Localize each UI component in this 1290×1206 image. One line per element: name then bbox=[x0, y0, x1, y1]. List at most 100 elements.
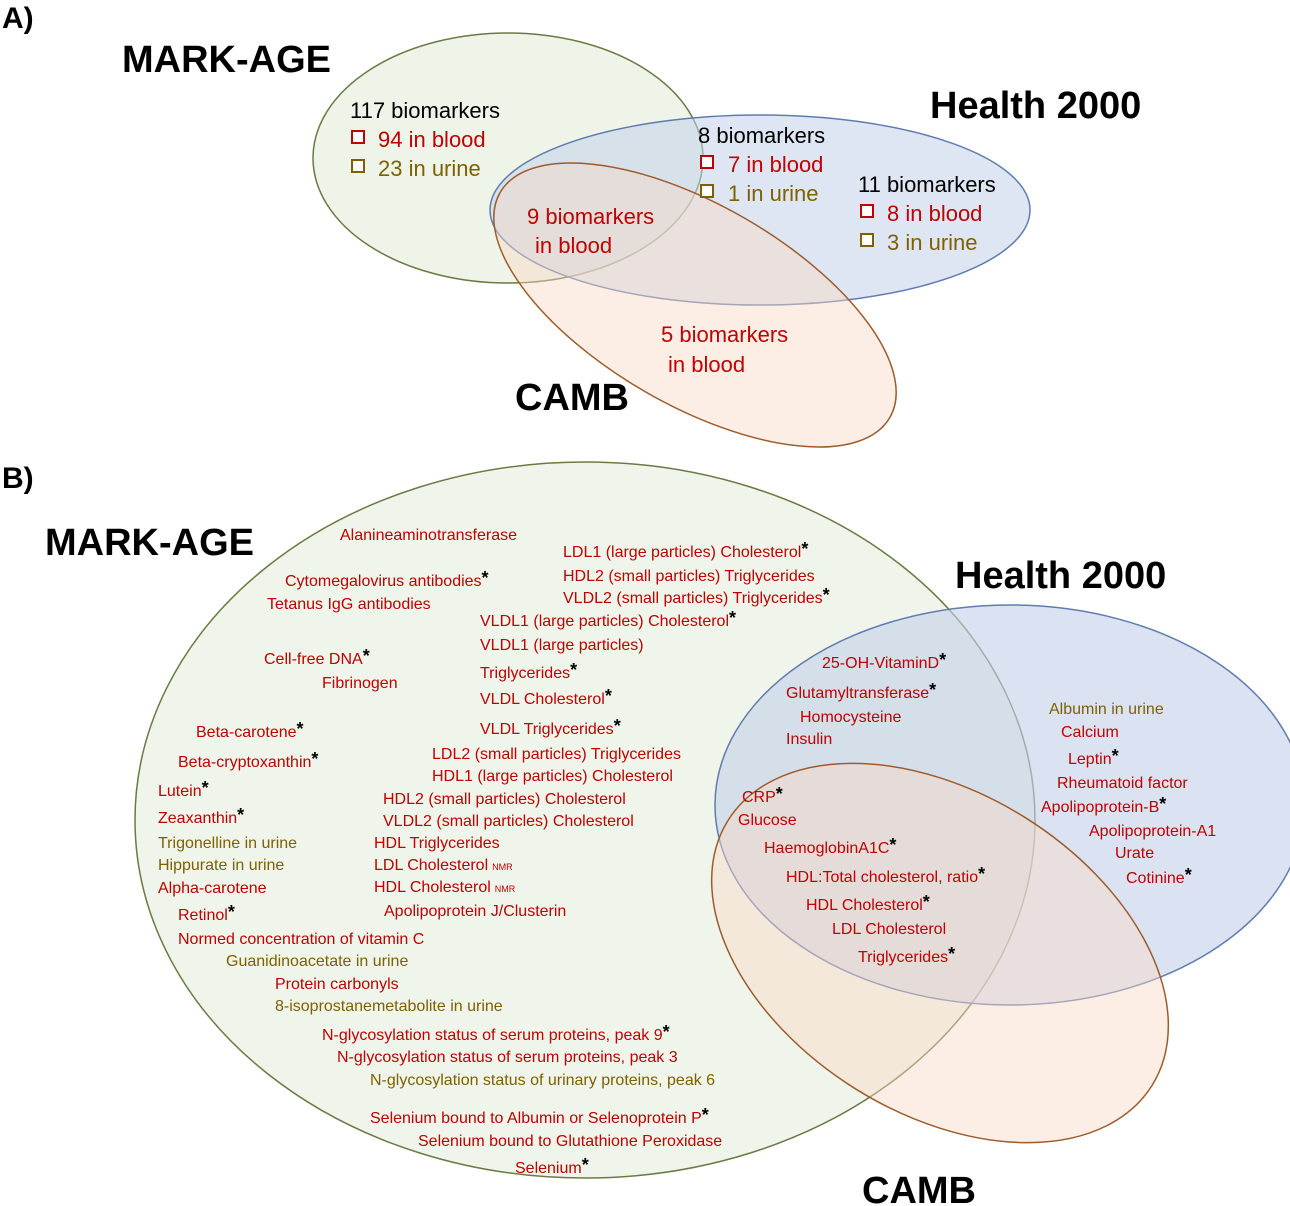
biomarker-tetanus-igg-antibodies: Tetanus IgG antibodies bbox=[267, 596, 431, 613]
health-only-blood: 8 in blood bbox=[887, 201, 982, 226]
biomarker-name: Retinol bbox=[178, 907, 228, 924]
biomarker-glutamyltransferase: Glutamyltransferase* bbox=[786, 680, 936, 702]
biomarker-selenium-bound-to-albumin-or-selenoprotein-p: Selenium bound to Albumin or Selenoprote… bbox=[370, 1105, 709, 1127]
biomarker-cotinine: Cotinine* bbox=[1126, 865, 1192, 887]
biomarker-cell-free-dna: Cell-free DNA* bbox=[264, 646, 370, 668]
biomarker-name: Tetanus IgG antibodies bbox=[267, 596, 431, 613]
panel-b-mark-age-label: MARK-AGE bbox=[45, 522, 254, 564]
biomarker-alpha-carotene: Alpha-carotene bbox=[158, 880, 267, 897]
mark-age-health-blood: 7 in blood bbox=[728, 152, 823, 177]
biomarker-retinol: Retinol* bbox=[178, 902, 235, 924]
panel-a-health2000-label: Health 2000 bbox=[930, 85, 1141, 127]
biomarker-name: Triglycerides bbox=[480, 665, 570, 682]
biomarker-name: 25-OH-VitaminD bbox=[822, 655, 939, 672]
biomarker-selenium: Selenium* bbox=[515, 1155, 589, 1177]
biomarker-name: N-glycosylation status of serum proteins… bbox=[337, 1049, 678, 1066]
camb-health-line2: in blood bbox=[668, 352, 745, 377]
mark-age-health-total: 8 biomarkers bbox=[698, 123, 825, 148]
biomarker-hdl-cholesterol: HDL Cholesterol* bbox=[806, 892, 930, 914]
biomarker-n-glycosylation-status-of-urinary-proteins-peak-6: N-glycosylation status of urinary protei… bbox=[370, 1072, 715, 1089]
biomarker-albumin-in-urine: Albumin in urine bbox=[1049, 701, 1164, 718]
significance-asterisk: * bbox=[570, 660, 577, 680]
significance-asterisk: * bbox=[948, 944, 955, 964]
biomarker-vldl1-large-particles-cholesterol: VLDL1 (large particles) Cholesterol* bbox=[480, 608, 736, 630]
biomarker-selenium-bound-to-glutathione-peroxidase: Selenium bound to Glutathione Peroxidase bbox=[418, 1133, 722, 1150]
biomarker-name: LDL2 (small particles) Triglycerides bbox=[432, 746, 681, 763]
biomarker-name: Albumin in urine bbox=[1049, 701, 1164, 718]
biomarker-8-isoprostanemetabolite-in-urine: 8-isoprostanemetabolite in urine bbox=[275, 998, 503, 1015]
biomarker-name: Triglycerides bbox=[858, 949, 948, 966]
biomarker-name: HDL1 (large particles) Cholesterol bbox=[432, 768, 673, 785]
significance-asterisk: * bbox=[923, 892, 930, 912]
biomarker-vldl-cholesterol: VLDL Cholesterol* bbox=[480, 686, 612, 708]
all-three-line2: in blood bbox=[535, 233, 612, 258]
biomarker-name: VLDL1 (large particles) Cholesterol bbox=[480, 613, 729, 630]
biomarker-name: LDL Cholesterol bbox=[832, 921, 946, 938]
significance-asterisk: * bbox=[823, 585, 830, 605]
biomarker-name: VLDL2 (small particles) Cholesterol bbox=[383, 813, 634, 830]
urine-checkbox-icon bbox=[351, 159, 365, 173]
biomarker-cytomegalovirus-antibodies: Cytomegalovirus antibodies* bbox=[285, 568, 489, 590]
biomarker-hdl1-large-particles-cholesterol: HDL1 (large particles) Cholesterol bbox=[432, 768, 673, 785]
biomarker-crp: CRP* bbox=[742, 784, 783, 806]
significance-asterisk: * bbox=[729, 608, 736, 628]
biomarker-alanineaminotransferase: Alanineaminotransferase bbox=[340, 527, 517, 544]
biomarker-name: HDL:Total cholesterol, ratio bbox=[786, 869, 978, 886]
biomarker-protein-carbonyls: Protein carbonyls bbox=[275, 976, 399, 993]
biomarker-name: HDL Cholesterol bbox=[806, 897, 923, 914]
biomarker-name: Leptin bbox=[1068, 751, 1112, 768]
mark-age-only-urine: 23 in urine bbox=[378, 156, 481, 181]
biomarker-triglycerides: Triglycerides* bbox=[480, 660, 577, 682]
biomarker-name: LDL1 (large particles) Cholesterol bbox=[563, 544, 801, 561]
biomarker-name: Urate bbox=[1115, 845, 1154, 862]
panel-b-camb-label: CAMB bbox=[862, 1170, 976, 1206]
biomarker-beta-cryptoxanthin: Beta-cryptoxanthin* bbox=[178, 749, 318, 771]
urine-checkbox-icon bbox=[860, 233, 874, 247]
significance-asterisk: * bbox=[1185, 865, 1192, 885]
blood-checkbox-icon bbox=[351, 130, 365, 144]
biomarker-apolipoprotein-j-clusterin: Apolipoprotein J/Clusterin bbox=[384, 903, 566, 920]
panel-a-label: A) bbox=[2, 2, 34, 35]
panel-b-label: B) bbox=[2, 462, 34, 495]
health-only-biomarker-list: Albumin in urineCalciumLeptin*Rheumatoid… bbox=[1041, 701, 1216, 887]
significance-asterisk: * bbox=[1159, 794, 1166, 814]
panel-b: B) MARK-AGE Health 2000 CAMB Alanineamin… bbox=[2, 461, 1290, 1206]
significance-asterisk: * bbox=[237, 805, 244, 825]
camb-health-line1: 5 biomarkers bbox=[661, 322, 788, 347]
biomarker-hippurate-in-urine: Hippurate in urine bbox=[158, 857, 284, 874]
blood-checkbox-icon bbox=[860, 204, 874, 218]
urine-checkbox-icon bbox=[700, 184, 714, 198]
blood-checkbox-icon bbox=[700, 155, 714, 169]
biomarker-rheumatoid-factor: Rheumatoid factor bbox=[1057, 775, 1188, 792]
biomarker-name: Alanineaminotransferase bbox=[340, 527, 517, 544]
significance-asterisk: * bbox=[202, 778, 209, 798]
mark-age-only-total: 117 biomarkers bbox=[350, 98, 500, 123]
health-only-urine: 3 in urine bbox=[887, 230, 978, 255]
biomarker-name: Homocysteine bbox=[800, 709, 901, 726]
mark-age-health-urine: 1 in urine bbox=[728, 181, 819, 206]
biomarker-name: 8-isoprostanemetabolite in urine bbox=[275, 998, 503, 1015]
significance-asterisk: * bbox=[482, 568, 489, 588]
significance-asterisk: * bbox=[776, 784, 783, 804]
biomarker-name: Zeaxanthin bbox=[158, 810, 237, 827]
biomarker-urate: Urate bbox=[1115, 845, 1154, 862]
biomarker-name: HDL2 (small particles) Cholesterol bbox=[383, 791, 626, 808]
biomarker-insulin: Insulin bbox=[786, 731, 832, 748]
biomarker-name: Cell-free DNA bbox=[264, 651, 363, 668]
biomarker-name: HaemoglobinA1C bbox=[764, 840, 889, 857]
biomarker-25-oh-vitamind: 25-OH-VitaminD* bbox=[822, 650, 946, 672]
significance-asterisk: * bbox=[702, 1105, 709, 1125]
significance-asterisk: * bbox=[801, 539, 808, 559]
biomarker-name: Trigonelline in urine bbox=[158, 835, 297, 852]
biomarker-name: Selenium bound to Albumin or Selenoprote… bbox=[370, 1110, 702, 1127]
biomarker-beta-carotene: Beta-carotene* bbox=[196, 719, 304, 741]
biomarker-name: CRP bbox=[742, 789, 776, 806]
significance-asterisk: * bbox=[228, 902, 235, 922]
biomarker-haemoglobina1c: HaemoglobinA1C* bbox=[764, 835, 896, 857]
biomarker-name: VLDL Triglycerides bbox=[480, 721, 614, 738]
biomarker-apolipoprotein-a1: Apolipoprotein-A1 bbox=[1089, 823, 1216, 840]
biomarker-name: Glucose bbox=[738, 812, 797, 829]
